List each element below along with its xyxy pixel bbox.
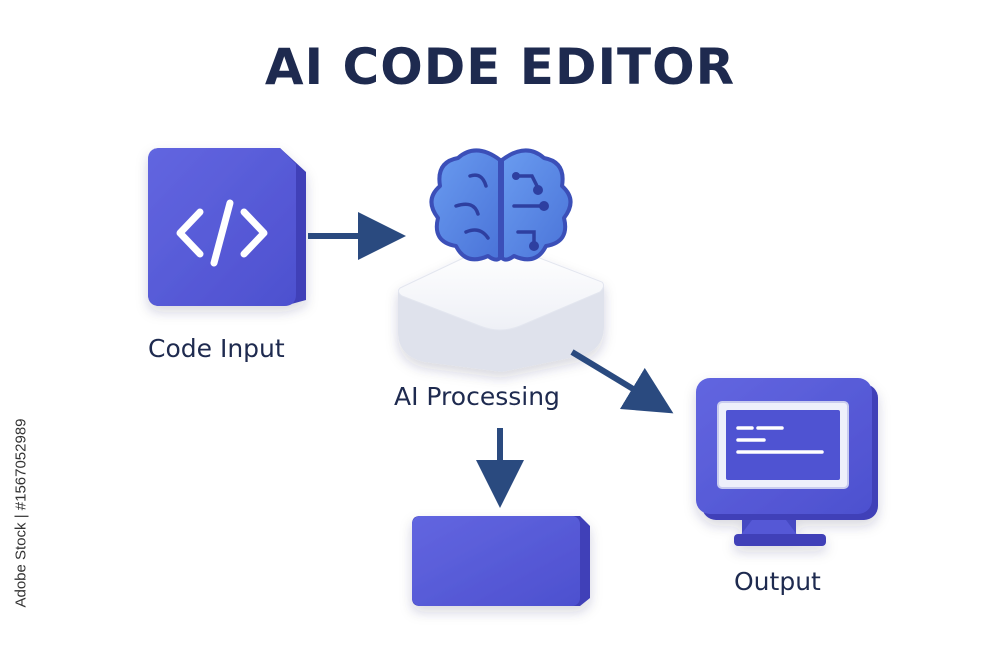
output-label: Output xyxy=(734,567,821,596)
code-input-label: Code Input xyxy=(148,334,285,363)
diagram-title: AI CODE EDITOR xyxy=(264,38,736,96)
stock-id-text: Adobe Stock | #1567052989 xyxy=(12,418,30,608)
brain-circuit-icon xyxy=(429,148,573,262)
ai-processing-label: AI Processing xyxy=(394,382,560,411)
code-input-node xyxy=(148,148,306,306)
monitor-icon xyxy=(696,378,878,546)
stock-watermark-id: Adobe Stock | #1567052989 xyxy=(10,418,32,608)
result-block xyxy=(412,516,590,606)
arrow-processing-to-output xyxy=(570,349,674,414)
output-node xyxy=(696,378,878,546)
code-brackets-icon xyxy=(176,199,268,267)
